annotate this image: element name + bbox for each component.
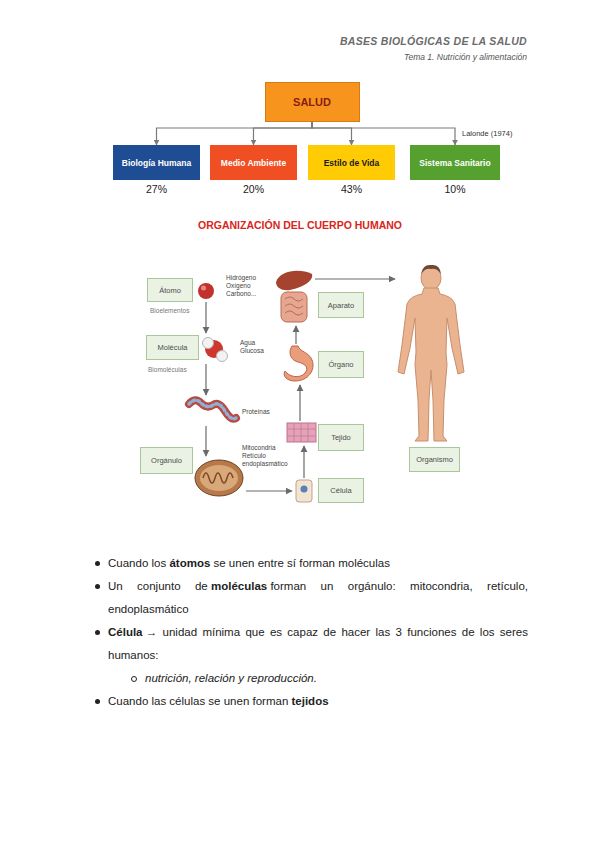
source-note: Lalonde (1974) (462, 129, 512, 138)
level-box: Tejido (318, 424, 364, 451)
level-box: Organismo (409, 447, 460, 472)
body-text: tejidos (292, 695, 329, 707)
root-box: SALUD (265, 82, 360, 122)
body-text: Un conjunto de (108, 580, 208, 592)
factor-box: Sistema Sanitario10% (410, 145, 500, 180)
box-label: Orgánulo (151, 456, 182, 465)
body-text: → unidad mínima que es capaz de hacer la… (108, 626, 528, 661)
percentage-label: 20% (200, 183, 307, 195)
element-note: Proteínas (242, 408, 270, 415)
flow-arrows (206, 279, 395, 491)
level-box: Aparato (318, 292, 364, 318)
level-box: Célula (318, 478, 364, 503)
cell (296, 480, 312, 502)
percentage-label: 10% (400, 183, 510, 195)
factor-box: Estilo de Vida43% (308, 145, 395, 180)
section-title: ORGANIZACIÓN DEL CUERPO HUMANO (0, 219, 600, 231)
tree-connector (157, 122, 313, 145)
box-label: Medio Ambiente (221, 158, 286, 168)
box-label: Célula (330, 486, 351, 495)
tissue (287, 423, 316, 442)
box-label: Estilo de Vida (324, 158, 380, 168)
level-box: Órgano (318, 351, 364, 378)
box-label: Sistema Sanitario (419, 158, 490, 168)
tree-connector (312, 122, 455, 145)
box-label: Átomo (159, 286, 181, 295)
body-text: se unen entre sí forman moléculas (214, 557, 390, 569)
page-header: BASES BIOLÓGICAS DE LA SALUD (340, 35, 527, 47)
protein-chain (189, 400, 236, 418)
body-text: nutrición, relación y reproducción. (145, 672, 317, 684)
level-box: Átomo (147, 278, 193, 302)
bullet-item: Un conjunto demoléculasforman un orgánul… (108, 575, 528, 621)
tree-connector (254, 122, 313, 145)
level-box: Orgánulo (140, 447, 193, 474)
body-text: átomos (169, 557, 210, 569)
category-note: Bioelementos (150, 307, 189, 314)
body-text: Cuando los (108, 557, 166, 569)
element-note: Hidrógeno Oxígeno Carbono... (226, 274, 266, 298)
box-label: Tejido (331, 433, 351, 442)
box-label: Biología Humana (122, 158, 191, 168)
box-label: SALUD (293, 96, 331, 108)
bullet-list: Cuando losátomos se unen entre sí forman … (108, 552, 528, 713)
sub-bullet-item: nutrición, relación y reproducción. (108, 667, 528, 690)
box-label: Aparato (328, 301, 354, 310)
mitochondria (195, 460, 243, 496)
level-box: Molécula (146, 335, 199, 360)
human-body (398, 265, 464, 441)
element-note: Mitocondria Retículo endoplasmático (242, 444, 296, 468)
body-text: moléculas (211, 580, 267, 592)
factor-box: Medio Ambiente20% (210, 145, 297, 180)
water-molecule (203, 338, 228, 362)
body-text: Cuando las células se unen forman (108, 695, 288, 707)
bullet-item: Cuando losátomos se unen entre sí forman … (108, 552, 528, 575)
tree-connector (312, 122, 352, 145)
box-label: Molécula (157, 343, 187, 352)
body-text: Célula (108, 626, 143, 638)
stomach (284, 346, 313, 381)
percentage-label: 43% (298, 183, 405, 195)
page-subheader: Tema 1. Nutrición y alimentación (404, 52, 527, 62)
box-label: Organismo (416, 455, 453, 464)
factor-box: Biología Humana27% (113, 145, 200, 180)
box-label: Órgano (328, 360, 353, 369)
bullet-item: Cuando las células se unen forman tejidos (108, 690, 528, 713)
bullet-item: Célula→ unidad mínima que es capaz de ha… (108, 621, 528, 667)
percentage-label: 27% (103, 183, 210, 195)
digestive-system (276, 271, 312, 322)
atom-sphere (198, 283, 214, 299)
element-note: Agua Glucosa (240, 339, 270, 355)
category-note: Biomoléculas (148, 366, 187, 373)
